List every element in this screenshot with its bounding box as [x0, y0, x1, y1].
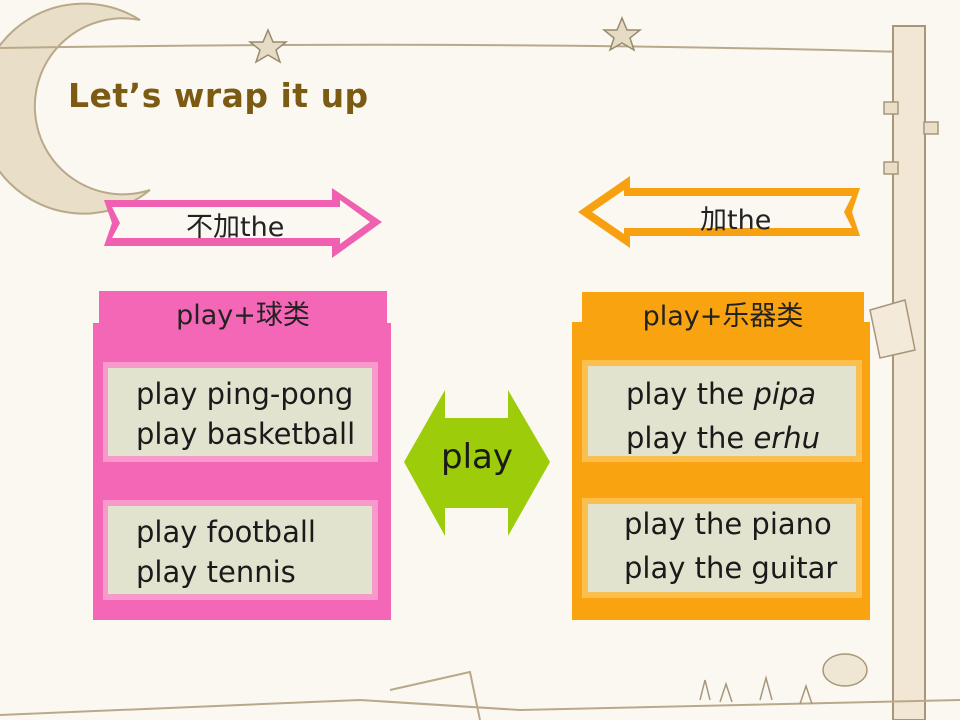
left-arrow-inner — [592, 190, 852, 234]
right-panel-header: play+乐器类 — [642, 301, 804, 332]
animal-decoration — [822, 653, 868, 687]
star-decoration — [601, 16, 643, 52]
pole-clip — [883, 161, 899, 175]
right-arrow-inner — [112, 200, 370, 244]
word-line: play the erhu — [626, 421, 820, 455]
bench-decoration — [389, 670, 481, 720]
word-line: play the pipa — [626, 377, 817, 411]
left-panel-header: play+球类 — [176, 300, 310, 331]
word-line: play football — [136, 515, 316, 549]
word-line: play tennis — [136, 555, 296, 589]
word-line: play the guitar — [624, 551, 838, 585]
pole-decoration — [892, 25, 926, 720]
word-line: play the piano — [624, 507, 832, 541]
no-the-label: 不加the — [186, 212, 285, 243]
lamp-decoration — [869, 299, 916, 359]
wire-line — [0, 43, 906, 53]
double-arrow-icon — [404, 390, 550, 536]
pole-clip — [883, 101, 899, 115]
ball-games-box-1: play ping-pong play basketball — [108, 368, 372, 456]
grass-decoration — [699, 675, 813, 705]
ground-line — [0, 698, 960, 716]
pole-clip — [923, 121, 939, 135]
instruments-box-1: play the pipa play the erhu — [588, 366, 856, 456]
word-line: play basketball — [136, 417, 356, 451]
instruments-box-2: play the piano play the guitar — [588, 504, 856, 592]
ball-games-box-2: play football play tennis — [108, 506, 372, 594]
word-line: play ping-pong — [136, 377, 354, 411]
star-decoration — [247, 28, 289, 64]
page-title: Let’s wrap it up — [68, 76, 369, 115]
center-play-label: play — [441, 437, 513, 477]
add-the-label: 加the — [700, 205, 772, 236]
